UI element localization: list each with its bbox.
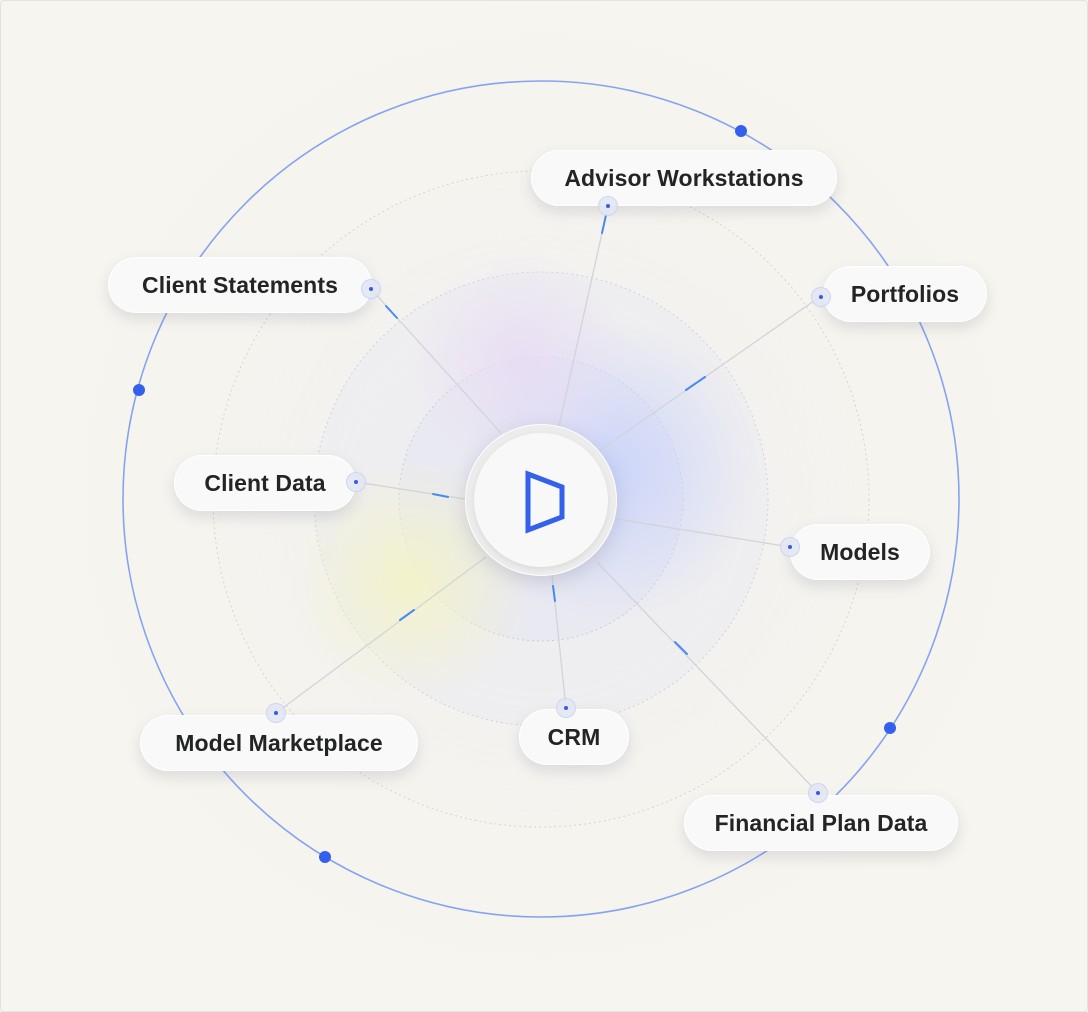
port-models [780, 537, 800, 557]
node-financial-plan-data[interactable]: Financial Plan Data [684, 795, 958, 851]
node-models[interactable]: Models [790, 524, 930, 580]
hub-inner [474, 433, 608, 567]
node-crm[interactable]: CRM [519, 709, 629, 765]
connector-advisor-workstations [558, 205, 609, 427]
beam-model-marketplace [399, 609, 415, 621]
connector-portfolios [598, 295, 822, 452]
node-portfolios[interactable]: Portfolios [823, 266, 987, 322]
port-model-marketplace [266, 703, 286, 723]
connector-financial-plan-data [596, 561, 819, 794]
brand-logo-icon [525, 470, 565, 534]
beam-crm [552, 585, 556, 602]
beam-client-statements [385, 305, 398, 319]
node-label: Client Statements [142, 272, 338, 298]
port-client-data [346, 472, 366, 492]
orbit-dot [884, 722, 896, 734]
node-label: Portfolios [850, 281, 960, 307]
orbit-dot [319, 851, 331, 863]
connector-model-marketplace [275, 556, 487, 714]
port-portfolios [811, 287, 831, 307]
node-client-statements[interactable]: Client Statements [108, 257, 372, 313]
beam-client-data [432, 493, 449, 498]
beam-highlights [385, 214, 706, 655]
outer-orbit [122, 80, 960, 918]
orbit-dot [735, 125, 747, 137]
node-label: Model Marketplace [175, 730, 383, 756]
beam-portfolios [685, 376, 706, 391]
node-client-data[interactable]: Client Data [174, 455, 356, 511]
node-label: Models [820, 539, 900, 565]
port-client-statements [361, 279, 381, 299]
node-advisor-workstations[interactable]: Advisor Workstations [531, 150, 837, 206]
node-label: Financial Plan Data [714, 810, 928, 836]
port-crm [556, 698, 576, 718]
port-advisor-workstations [598, 196, 618, 216]
orbit-dot [133, 384, 145, 396]
beam-advisor [601, 214, 607, 234]
node-label: Advisor Workstations [564, 165, 804, 191]
connector-models [616, 518, 791, 548]
beam-financial [674, 641, 688, 655]
central-hub[interactable] [465, 424, 617, 576]
node-label: Client Data [204, 470, 326, 496]
node-model-marketplace[interactable]: Model Marketplace [140, 715, 418, 771]
node-label: CRM [547, 724, 601, 750]
port-financial-plan-data [808, 783, 828, 803]
